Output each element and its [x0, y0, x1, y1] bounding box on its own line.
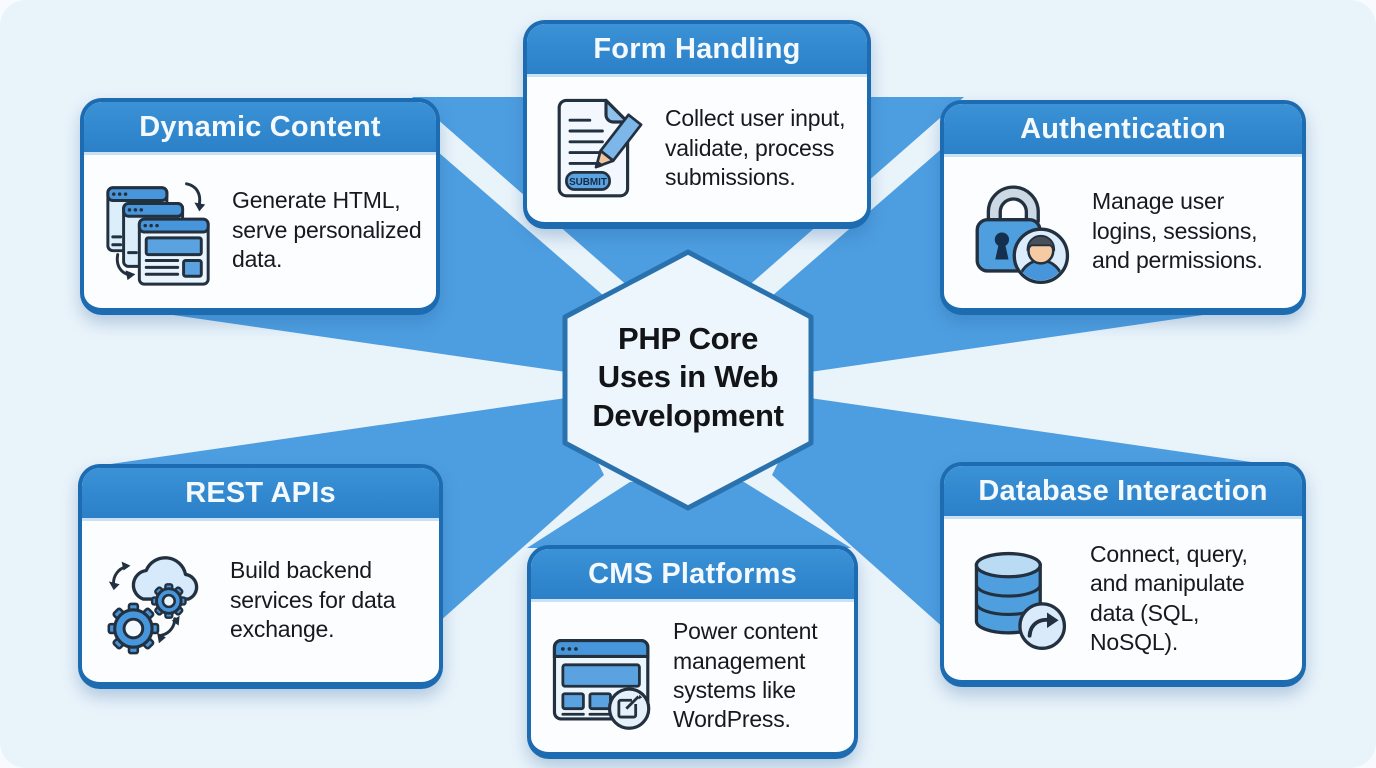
- card-form-handling: Form Handling SUBMIT: [523, 20, 871, 229]
- card-rest-apis: REST APIs: [78, 464, 443, 689]
- card-description: Generate HTML, serve personalized data.: [232, 187, 422, 273]
- card-cms-platforms: CMS Platforms: [527, 545, 858, 759]
- card-database-interaction: Database Interaction Connect, query, and…: [940, 462, 1306, 687]
- center-hexagon: [562, 249, 814, 511]
- stacked-browser-windows-icon: [100, 172, 218, 290]
- diagram-title: PHP Core Uses in Web Development: [592, 321, 784, 433]
- card-description: Manage user logins, sessions, and permis…: [1092, 188, 1263, 274]
- card-title: Form Handling: [527, 24, 867, 77]
- card-authentication: Authentication Mana: [940, 100, 1306, 315]
- submit-button-label: SUBMIT: [569, 177, 607, 188]
- database-share-icon: [960, 541, 1076, 657]
- padlock-user-icon: [960, 175, 1078, 289]
- cloud-gears-icon: [98, 542, 216, 660]
- form-document-pencil-icon: SUBMIT: [543, 93, 651, 205]
- webpage-edit-icon: [547, 620, 659, 732]
- card-description: Build backend services for data exchange…: [230, 557, 396, 643]
- card-description: Collect user input, validate, process su…: [665, 105, 846, 191]
- card-title: CMS Platforms: [531, 549, 854, 602]
- card-description: Connect, query, and manipulate data (SQL…: [1090, 540, 1248, 655]
- card-title: Database Interaction: [944, 466, 1302, 519]
- card-title: REST APIs: [82, 468, 439, 521]
- ray-to-cms-platforms: [527, 482, 851, 548]
- card-title: Dynamic Content: [84, 102, 436, 155]
- card-description: Power content management systems like Wo…: [673, 618, 818, 733]
- card-dynamic-content: Dynamic Content: [80, 98, 440, 315]
- card-title: Authentication: [944, 104, 1302, 157]
